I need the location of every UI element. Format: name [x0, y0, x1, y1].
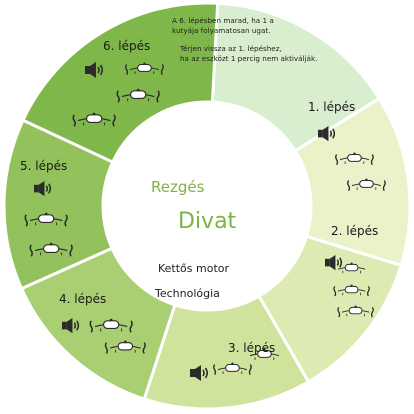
mode-fashion-label: Divat: [178, 209, 237, 234]
dog-collar-icon: [104, 340, 146, 354]
dog-collar-icon: [213, 362, 252, 376]
dog-collar-icon: [72, 112, 116, 127]
info-note-line-2: kutyája folyamatosan ugat.: [172, 25, 271, 35]
step-label-5: 5. lépés: [20, 159, 68, 173]
speaker-vibration-icon: [325, 255, 343, 271]
step-label-4: 4. lépés: [59, 292, 107, 306]
note-segment: [210, 1, 382, 153]
dog-collar-icon: [24, 212, 68, 227]
center-disc: [104, 103, 310, 309]
dog-collar-icon: [249, 348, 280, 360]
dog-collar-icon: [337, 305, 374, 318]
step-label-6: 6. lépés: [103, 39, 151, 53]
dog-collar-icon: [347, 178, 386, 192]
mode-vibration-label: Rezgés: [151, 178, 205, 196]
technology-label: Technológia: [155, 287, 220, 300]
dog-collar-icon: [29, 242, 73, 257]
info-note-line-4: ha az eszközt 1 percig nem aktiválják.: [180, 54, 318, 64]
dog-collar-icon: [125, 62, 164, 76]
step-label-2: 2. lépés: [331, 224, 379, 238]
dog-collar-icon: [89, 318, 133, 333]
speaker-vibration-icon: [85, 62, 104, 78]
dual-motor-label: Kettős motor: [158, 262, 230, 275]
dog-collar-icon: [116, 88, 160, 103]
speaker-vibration-icon: [34, 181, 52, 197]
dog-collar-icon: [333, 284, 370, 297]
info-note-line-1: A 6. lépésben marad, ha 1 a: [172, 16, 274, 25]
speaker-vibration-icon: [190, 365, 209, 381]
step-label-3: 3. lépés: [228, 341, 276, 355]
speaker-vibration-icon: [62, 318, 80, 334]
step-label-1: 1. lépés: [308, 100, 356, 114]
info-note: A 6. lépésben marad, ha 1 a kutyája foly…: [172, 16, 317, 64]
dog-collar-icon: [337, 262, 366, 274]
dog-collar-icon: [335, 152, 374, 166]
step-segment-6: [21, 1, 220, 165]
info-note-line-3: Térjen vissza az 1. lépéshez,: [180, 44, 282, 54]
speaker-vibration-icon: [318, 126, 336, 142]
